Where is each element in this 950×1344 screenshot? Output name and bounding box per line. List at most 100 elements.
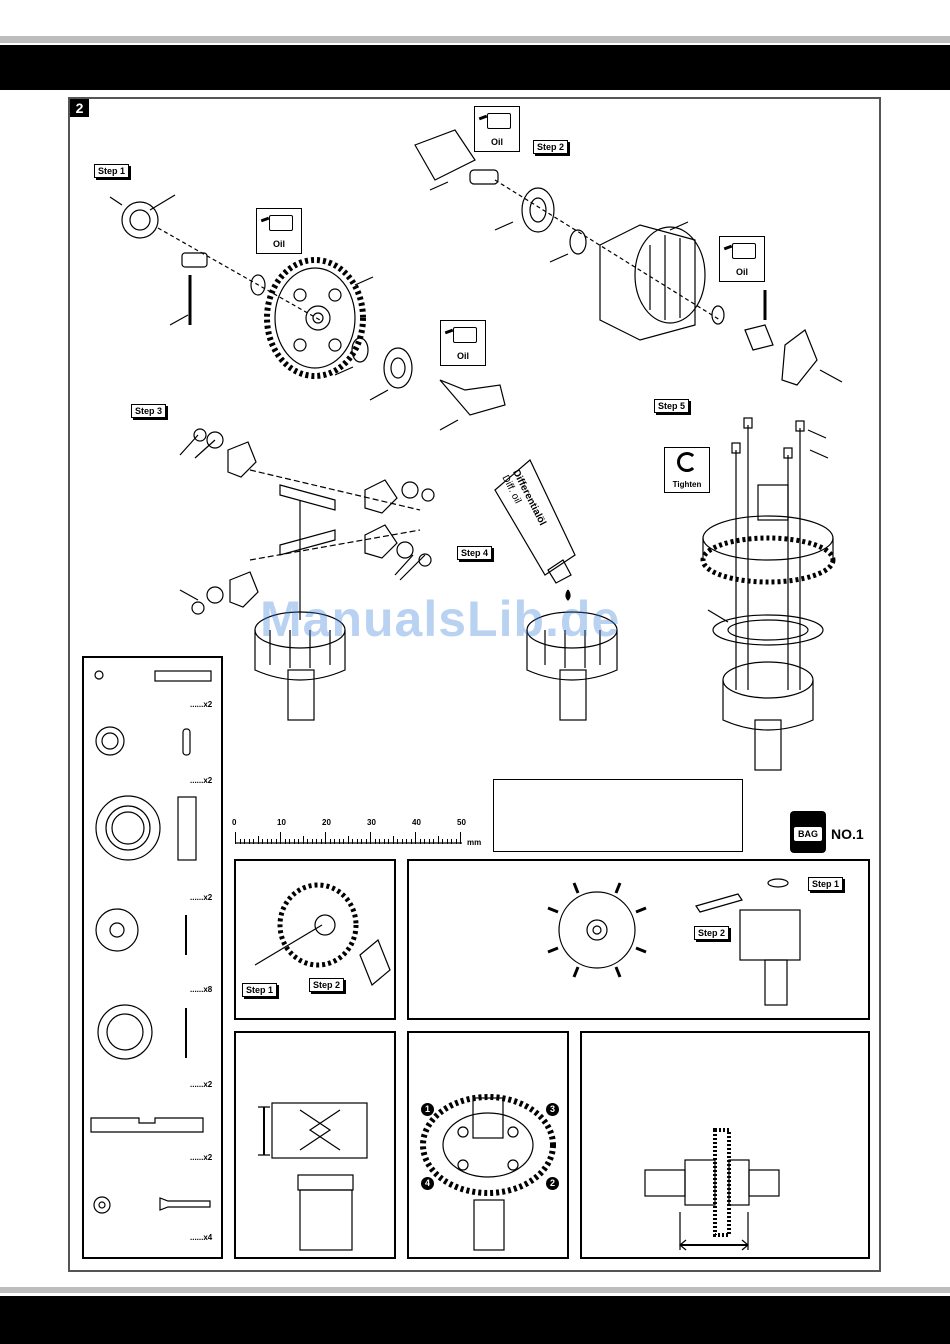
spur-gear-art [267,260,373,376]
ruler-tick [375,839,376,844]
ruler-tick [235,832,236,844]
step5-assembly-art [703,418,833,770]
ruler-tick-label: 0 [232,818,236,827]
ruler-tick [325,832,326,844]
ruler-tick [411,839,412,844]
step2-outdrive-art [415,130,720,320]
ruler-tick [420,839,421,844]
tighten-icon: Tighten [664,447,710,493]
step-2-tag: Step 2 [533,140,568,154]
ruler-tick [348,836,349,844]
ruler-tick [334,839,335,844]
ruler-tick [357,839,358,844]
oil-icon: Oil [440,320,486,366]
tighten-order-4: 4 [421,1177,434,1190]
subpanel-a-step-1-tag: Step 1 [242,983,277,997]
oil-label: Oil [720,267,764,277]
ruler-tick [244,839,245,844]
ruler-tick [285,839,286,844]
qty-label: ......x2 [190,1080,212,1089]
step3-gear-cluster-art [180,429,434,614]
ruler-tick [280,832,281,844]
ruler-tick [276,839,277,844]
step-5-tag: Step 5 [654,399,689,413]
note-box [493,779,743,852]
ruler-tick [361,839,362,844]
bag-icon-text: BAG [794,827,822,841]
ruler-tick [424,839,425,844]
ruler-tick [321,839,322,844]
ruler-tick [379,839,380,844]
ruler-tick [339,839,340,844]
ruler-tick [303,836,304,844]
ruler-tick [267,839,268,844]
ruler-tick-label: 40 [412,818,421,827]
subpanel-b-step-1-tag: Step 1 [808,877,843,891]
tighten-order-2: 2 [546,1177,559,1190]
oil-label: Oil [475,137,519,147]
ruler-tick [370,832,371,844]
ruler-ticks [235,830,465,844]
ruler-tick-label: 30 [367,818,376,827]
ruler-tick [271,839,272,844]
oil-label: Oil [441,351,485,361]
ruler-tick [240,839,241,844]
ruler-tick-label: 20 [322,818,331,827]
oil-icon: Oil [719,236,765,282]
ruler-tick [388,839,389,844]
step-3-tag: Step 3 [131,404,166,418]
bag-icon: BAG [790,811,826,853]
ruler-tick [330,839,331,844]
ruler-tick [258,836,259,844]
step1-pin-art [170,253,207,325]
ruler-tick [366,839,367,844]
watermark: ManualsLib.de [260,590,680,648]
ruler-tick [253,839,254,844]
subpanel-width-check [580,1031,870,1259]
ruler-tick [429,839,430,844]
ruler-tick [406,839,407,844]
qty-label: ......x2 [190,700,212,709]
ruler-tick [402,839,403,844]
oil-label: Oil [257,239,301,249]
step2-bevel-gear-art [712,290,842,385]
bag-number: NO.1 [831,826,864,842]
ruler-tick [384,839,385,844]
ruler-tick [352,839,353,844]
ruler-tick [249,839,250,844]
ruler-tick [298,839,299,844]
diff-case-art [600,222,705,340]
ruler-tick [393,836,394,844]
ruler-unit: mm [467,838,481,847]
parts-list-panel [82,656,223,1259]
ruler-tick [307,839,308,844]
ruler-tick [415,832,416,844]
subpanel-b-step-2-tag: Step 2 [694,926,729,940]
qty-label: ......x2 [190,1153,212,1162]
ruler-tick [460,832,461,844]
qty-label: ......x8 [190,985,212,994]
ruler-tick [316,839,317,844]
subpanel-pin-install [407,859,870,1020]
step-4-tag: Step 4 [457,546,492,560]
ruler-tick [289,839,290,844]
subpanel-a-step-2-tag: Step 2 [309,978,344,992]
qty-label: ......x4 [190,1233,212,1242]
ruler-tick [456,839,457,844]
ruler-tick [397,839,398,844]
ruler-tick [447,839,448,844]
tighten-order-3: 3 [546,1103,559,1116]
ruler-tick [433,839,434,844]
ruler-tick [294,839,295,844]
ruler-tick [312,839,313,844]
ruler-tick [343,839,344,844]
subpanel-height-check [234,1031,396,1259]
qty-label: ......x2 [190,776,212,785]
tighten-label: Tighten [665,480,709,489]
ruler-tick-label: 10 [277,818,286,827]
qty-label: ......x2 [190,893,212,902]
oil-icon: Oil [256,208,302,254]
ruler-tick [451,839,452,844]
ruler-tick [262,839,263,844]
